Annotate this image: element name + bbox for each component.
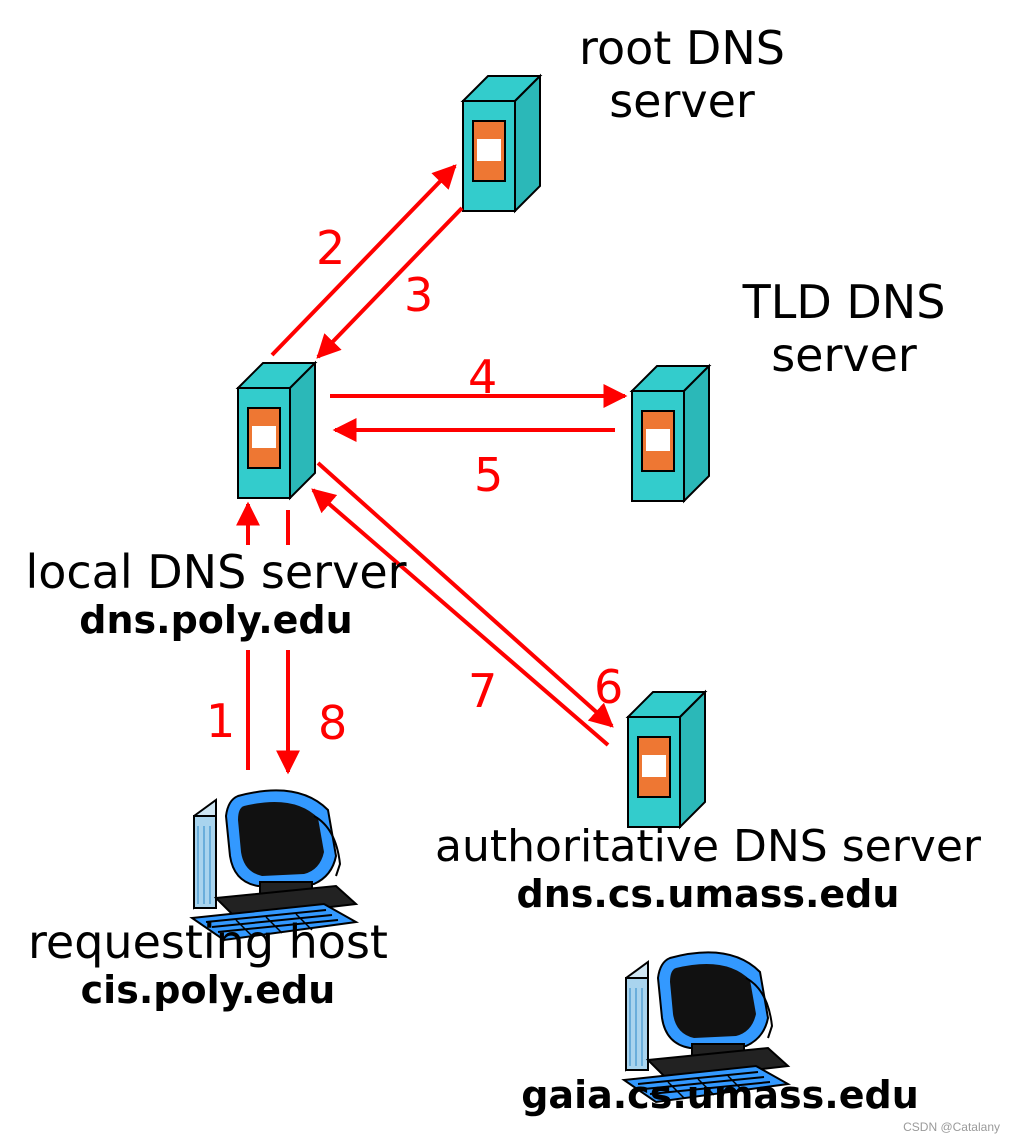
authoritative-dns-server-icon [627,691,706,828]
step-number-8: 8 [318,696,348,750]
step-number-1: 1 [206,694,236,748]
arrow-step-2 [270,164,457,357]
step-number-6: 6 [594,660,624,714]
gaia-host-label: gaia.cs.umass.edu [494,1073,946,1118]
step-number-7: 7 [468,664,498,718]
step-number-3: 3 [404,268,434,322]
arrow-step-7 [311,488,610,747]
root-dns-label: root DNS server [552,22,812,128]
root-dns-label-line2: server [609,73,755,128]
tld-dns-label-line2: server [771,327,917,382]
step-number-5: 5 [474,448,504,502]
tld-dns-label-line1: TLD DNS [742,275,946,329]
authoritative-dns-hostname: dns.cs.umass.edu [516,871,900,916]
local-dns-label-line1: local DNS server [25,545,407,599]
local-dns-hostname: dns.poly.edu [79,597,353,642]
requesting-host-hostname: cis.poly.edu [80,967,336,1012]
root-dns-label-line1: root DNS [579,21,785,75]
watermark: CSDN @Catalany [903,1120,1000,1134]
authoritative-dns-label-line1: authoritative DNS server [434,821,981,872]
arrow-step-6 [316,461,614,728]
local-dns-label: local DNS server dns.poly.edu [6,546,426,643]
root-dns-server-icon [462,75,541,212]
step-number-2: 2 [316,221,346,275]
gaia-host-hostname: gaia.cs.umass.edu [521,1073,919,1117]
local-dns-server-icon [237,362,316,499]
requesting-host-label: requesting host cis.poly.edu [6,916,410,1013]
arrow-step-3 [316,206,464,359]
authoritative-dns-label: authoritative DNS server dns.cs.umass.ed… [432,821,984,916]
tld-dns-server-icon [631,365,710,502]
step-number-4: 4 [468,350,498,404]
requesting-host-label-line1: requesting host [28,915,388,969]
tld-dns-label: TLD DNS server [714,276,974,382]
